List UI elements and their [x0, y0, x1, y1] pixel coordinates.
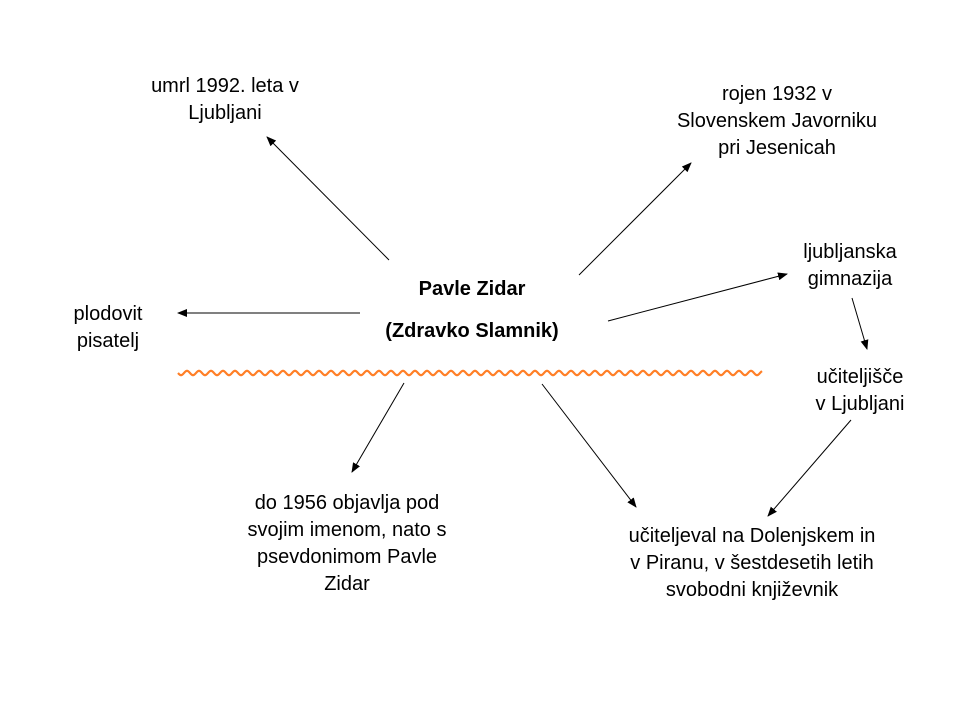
center-name: Pavle Zidar: [418, 278, 526, 300]
arrow-teacher-school-to-taught: [767, 419, 852, 517]
center-alias: (Zdravko Slamnik): [385, 320, 559, 342]
arrow-to-born: [578, 162, 692, 276]
node-pseudonym: do 1956 objavlja pod svojim imenom, nato…: [247, 492, 447, 595]
node-taught: učiteljeval na Dolenjskem in v Piranu, v…: [628, 525, 876, 601]
node-died: umrl 1992. leta v Ljubljani: [151, 75, 299, 124]
arrow-to-pseudonym: [351, 382, 405, 473]
arrow-to-taught: [541, 383, 637, 508]
arrow-to-gymnasium: [607, 272, 788, 322]
node-writer: plodovit pisatelj: [73, 303, 143, 352]
node-born: rojen 1932 v Slovenskem Javorniku pri Je…: [676, 83, 878, 159]
arrow-to-died: [266, 136, 390, 261]
wavy-separator-line: [177, 369, 763, 377]
node-gymnasium: ljubljanska gimnazija: [803, 241, 897, 290]
node-teacher-school: učiteljišče v Ljubljani: [815, 366, 905, 415]
arrow-to-teacher-school: [851, 297, 869, 350]
